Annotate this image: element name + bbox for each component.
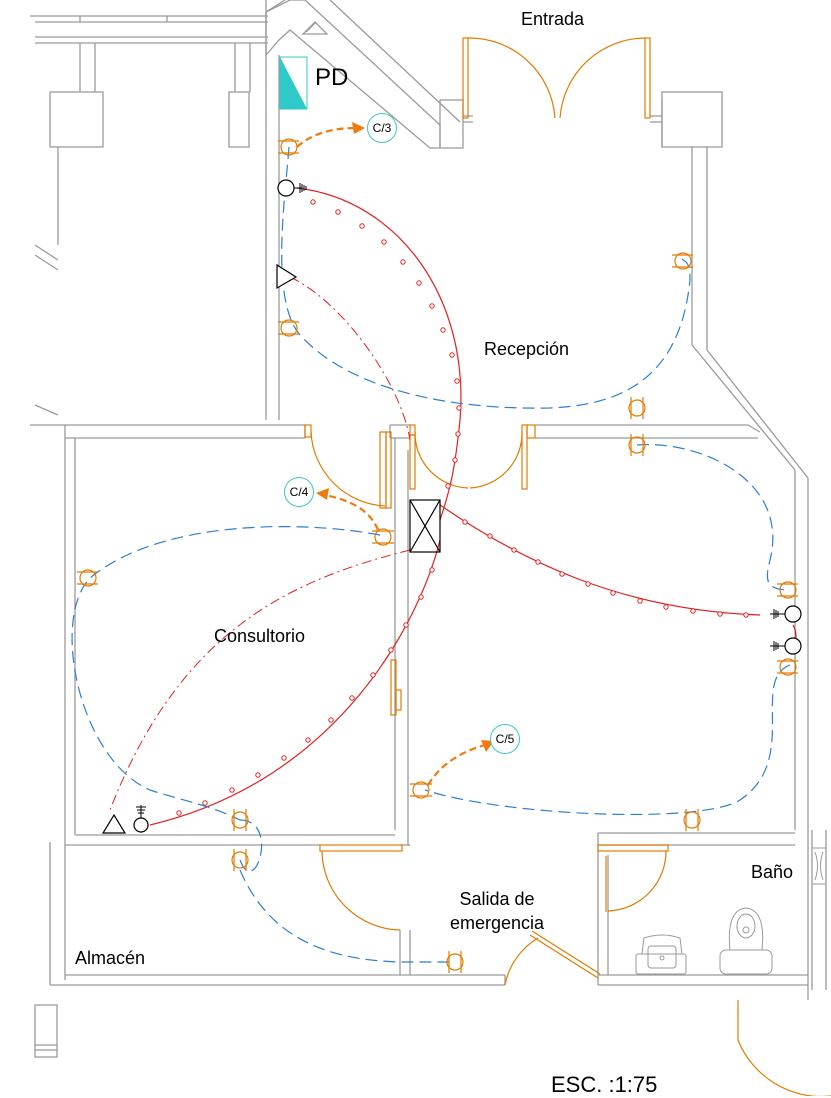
lighting-circuits — [149, 187, 797, 826]
home-run-arrows — [296, 126, 486, 786]
circuit-tag-c3: C/3 — [367, 113, 397, 143]
toilet-icon — [719, 907, 773, 975]
outlet-almacen-wall-top — [231, 809, 249, 831]
outlet-pd-lower — [278, 319, 299, 337]
ground-symbols — [136, 183, 785, 818]
ground-consultorio-icon — [136, 805, 146, 818]
ground-right-lower-icon — [770, 641, 785, 651]
outlet-consultorio-center — [372, 528, 394, 546]
doors — [304, 37, 831, 1096]
outlet-sala-bottom — [683, 809, 701, 831]
label-salida-line1: Salida de — [459, 889, 535, 909]
wall-fixture-icon — [811, 847, 827, 885]
outlet-recepcion-right — [672, 252, 693, 270]
light-fixtures — [133, 179, 802, 833]
ground-pd-icon — [294, 183, 307, 193]
bathroom-fixtures — [635, 847, 827, 975]
junction-box — [409, 499, 441, 553]
label-bano: Baño — [751, 862, 794, 882]
label-salida-line2: emergencia — [450, 913, 545, 933]
fixture-right-upper — [784, 605, 802, 623]
circuit-tag-c5: C/5 — [490, 724, 520, 754]
distribution-panel — [279, 56, 308, 110]
walls — [30, 0, 827, 1058]
outlet-right-lower — [777, 658, 798, 676]
fixture-right-lower — [784, 637, 802, 655]
fixture-pd — [277, 179, 295, 197]
label-almacen: Almacén — [75, 948, 146, 968]
label-pd: PD — [315, 64, 349, 91]
switch-symbols — [101, 263, 298, 834]
outlets — [77, 138, 798, 973]
outlet-recepcion-wall-top — [628, 397, 646, 419]
fixture-consultorio — [133, 817, 149, 833]
outlet-consultorio-left — [77, 569, 98, 587]
outlet-almacen-wall-bottom — [231, 849, 249, 871]
arrowheads — [316, 122, 494, 752]
sink-icon — [635, 934, 687, 975]
outlet-almacen-bottom — [446, 951, 464, 973]
label-salida-emergencia: Salida de emergencia — [450, 887, 544, 935]
scale-label: ESC. :1:75 — [551, 1072, 658, 1097]
label-recepcion: Recepción — [484, 339, 570, 359]
lighting-circuit-dots — [176, 199, 749, 816]
outlet-right-upper — [777, 581, 798, 599]
label-entrada: Entrada — [521, 9, 585, 29]
switch-pd-icon — [276, 263, 298, 290]
switch-legs — [109, 276, 411, 811]
ground-right-upper-icon — [770, 609, 785, 619]
switch-consultorio-icon — [101, 813, 127, 834]
circuit-tag-c4: C/4 — [284, 477, 314, 507]
label-consultorio: Consultorio — [214, 626, 306, 646]
outlet-recepcion-wall-bottom — [628, 434, 646, 456]
